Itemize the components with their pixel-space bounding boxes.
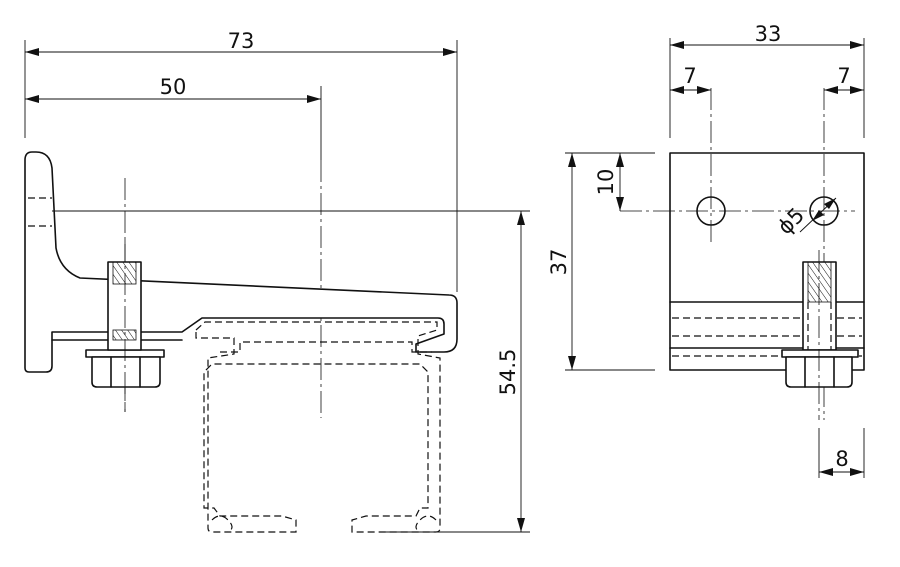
dim-33-label: 33	[755, 22, 782, 46]
rail-foot-left	[211, 515, 233, 533]
dim-phi5-arrow-b	[812, 210, 824, 221]
rail-profile-inner	[220, 341, 432, 353]
rail-foot-right	[415, 515, 437, 533]
dim-50-label: 50	[160, 75, 187, 99]
dim-8-arrow-right	[850, 468, 864, 476]
dim-33-arrow-right	[850, 41, 864, 49]
front-view	[620, 88, 865, 420]
side-view-dimensions: 73 50 54.5	[24, 29, 530, 533]
dim-10-arrow-top	[616, 153, 624, 167]
dim-7-right-label: 7	[837, 64, 850, 88]
bolt-front-thread	[807, 261, 832, 303]
dim-73-arrow-left	[25, 48, 39, 56]
dim-54-arrow-top	[517, 211, 525, 225]
dim-50-arrow-left	[25, 95, 39, 103]
dim-54-label: 54.5	[496, 349, 520, 396]
dim-10-label: 10	[594, 169, 618, 196]
rail-profile-outer	[195, 321, 441, 533]
dim-73-label: 73	[228, 29, 255, 53]
dim-7-right-arrow-a	[824, 86, 838, 94]
dim-7-left-arrow-b	[697, 86, 711, 94]
side-view	[24, 151, 458, 533]
dim-37-arrow-top	[568, 153, 576, 167]
dim-50-arrow-right	[307, 95, 321, 103]
dim-phi5-arrow-a	[824, 198, 836, 209]
nut-front	[785, 356, 853, 388]
dim-7-left-arrow-a	[670, 86, 684, 94]
wall-bracket-outline	[24, 151, 458, 373]
dim-73-arrow-right	[443, 48, 457, 56]
front-view-dimensions: 33 7 7 10 37 ϕ5 8	[547, 22, 865, 478]
dim-33-arrow-left	[670, 41, 684, 49]
washer-front	[781, 349, 859, 358]
dim-8-label: 8	[835, 447, 848, 471]
dim-8-arrow-left	[819, 468, 833, 476]
bolt-thread-lower	[112, 329, 137, 341]
dim-7-right-arrow-b	[850, 86, 864, 94]
dim-7-left-label: 7	[683, 64, 696, 88]
nut	[91, 356, 161, 388]
bolt-thread-upper	[112, 261, 137, 285]
dim-37-label: 37	[547, 249, 571, 276]
dim-10-arrow-bottom	[616, 197, 624, 211]
dim-54-arrow-bottom	[517, 518, 525, 532]
dim-37-arrow-bottom	[568, 356, 576, 370]
